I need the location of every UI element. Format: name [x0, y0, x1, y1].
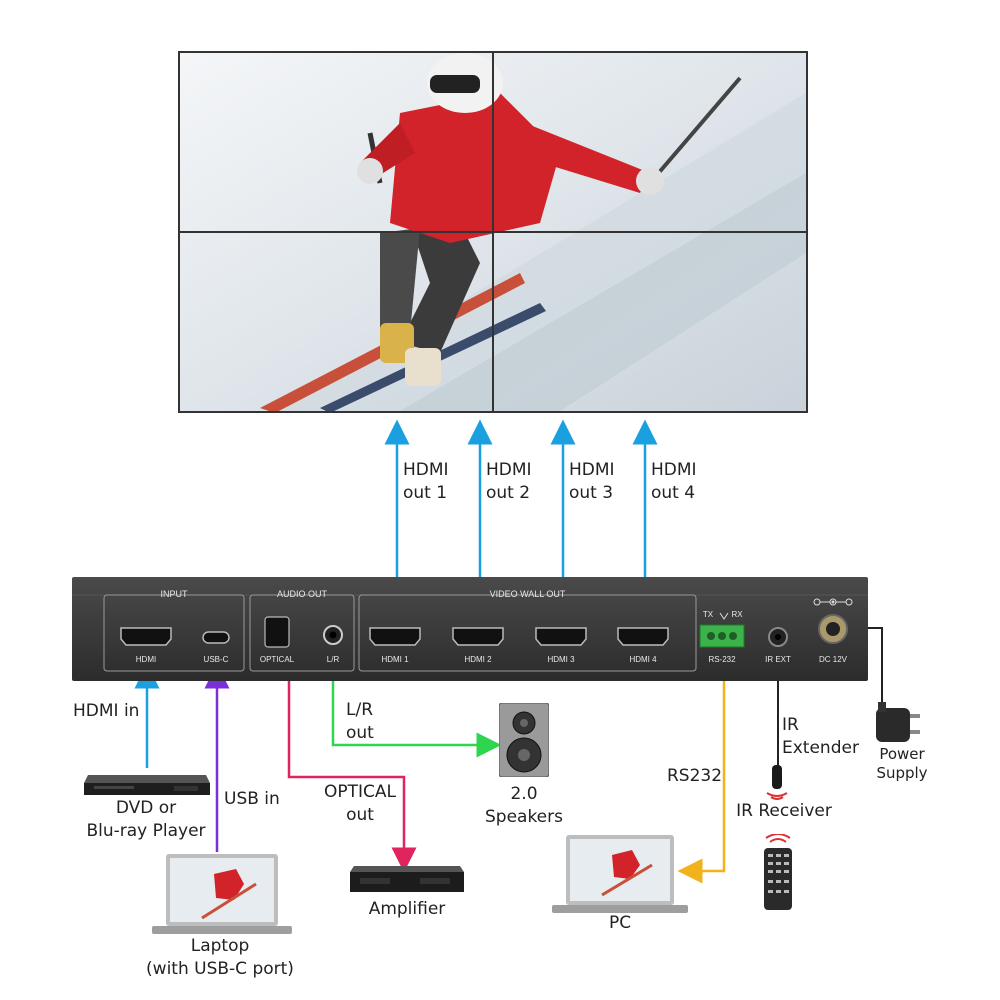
port-hdmi3-label: HDMI 3	[547, 655, 575, 664]
remote-control-icon	[764, 834, 792, 910]
rs232-arrow	[677, 666, 726, 884]
port-hdmi2-label: HDMI 2	[464, 655, 492, 664]
skier-image	[180, 53, 806, 411]
ir-receiver-icon	[766, 765, 788, 800]
dvd-player-icon	[84, 775, 210, 795]
power-adapter-icon	[876, 702, 920, 742]
ir-receiver-label: IR Receiver	[736, 801, 832, 821]
amplifier-label: Amplifier	[368, 899, 446, 919]
port-hdmi1-label: HDMI 1	[381, 655, 409, 664]
group-audio-label: AUDIO OUT	[276, 589, 327, 599]
port-tx-label: TX	[702, 610, 714, 619]
laptop-label: Laptop(with USB-C port)	[146, 936, 294, 979]
port-usbc-label: USB-C	[203, 655, 229, 664]
speaker-icon	[499, 703, 549, 777]
group-video-label: VIDEO WALL OUT	[489, 589, 566, 599]
port-rs232-label: RS-232	[708, 655, 736, 664]
port-dc-label: DC 12V	[818, 655, 847, 664]
port-ir-ext-label: IR EXT	[765, 655, 791, 664]
laptop-icon	[152, 854, 292, 934]
amplifier-icon	[350, 866, 464, 892]
video-wall-display	[178, 51, 808, 413]
port-hdmi4-label: HDMI 4	[629, 655, 657, 664]
optical-out-arrow	[287, 666, 417, 873]
pc-label: PC	[608, 913, 632, 933]
port-hdmi-in-label: HDMI	[135, 655, 157, 664]
hdmi-in-label: HDMI in	[73, 701, 140, 721]
controller-body	[72, 577, 868, 681]
group-input-label: INPUT	[160, 589, 188, 599]
video-wall-controller: INPUT AUDIO OUT VIDEO WALL OUT HDMI USB-…	[72, 577, 868, 681]
port-rx-label: RX	[731, 610, 743, 619]
lr-out-arrow	[331, 666, 502, 758]
rs232-label: RS232	[667, 766, 723, 786]
port-lr-label: L/R	[326, 655, 340, 664]
port-optical-label: OPTICAL	[259, 655, 295, 664]
usb-in-label: USB in	[224, 789, 280, 809]
pc-laptop-icon	[552, 835, 688, 913]
